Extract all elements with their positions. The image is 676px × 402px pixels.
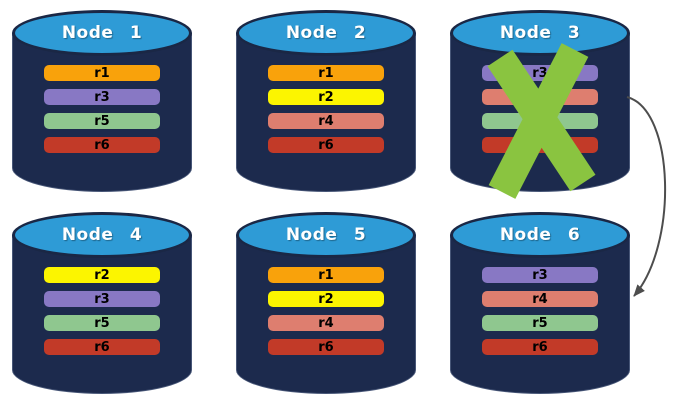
replica-bar: r4 xyxy=(268,315,384,331)
replica-label: r3 xyxy=(532,65,548,81)
cylinder-body xyxy=(12,235,192,394)
replica-list: r3 r4 r5 r6 xyxy=(450,267,630,355)
replica-bar: r3 xyxy=(482,65,598,81)
replica-label: r3 xyxy=(94,291,110,307)
replica-bar: r6 xyxy=(482,339,598,355)
replica-bar: r3 xyxy=(44,89,160,105)
node-cylinder: r1 r3 r5 r6 Node 1 xyxy=(12,10,192,192)
cylinder-top: Node 4 xyxy=(12,212,192,258)
replica-label: r3 xyxy=(532,267,548,283)
replica-label: r4 xyxy=(318,315,334,331)
cylinder-body xyxy=(236,235,416,394)
replica-label: r3 xyxy=(94,89,110,105)
node-cylinder: r1 r2 r4 r6 Node 2 xyxy=(236,10,416,192)
node-cylinder: r3 r4 r5 r6 Node 6 xyxy=(450,212,630,394)
replica-list: r3 xyxy=(450,65,630,153)
replica-bar: r6 xyxy=(268,137,384,153)
cylinder-body xyxy=(12,33,192,192)
replica-label: r4 xyxy=(532,291,548,307)
replica-label: r6 xyxy=(318,137,334,153)
replica-list: r2 r3 r5 r6 xyxy=(12,267,192,355)
replica-bar: r3 xyxy=(44,291,160,307)
node-cylinder: r1 r2 r4 r6 Node 5 xyxy=(236,212,416,394)
node-cylinder: r2 r3 r5 r6 Node 4 xyxy=(12,212,192,394)
cylinder-top: Node 3 xyxy=(450,10,630,56)
replica-bar: r1 xyxy=(44,65,160,81)
replica-label: r2 xyxy=(318,89,334,105)
replica-bar: r1 xyxy=(268,65,384,81)
replica-bar: r6 xyxy=(44,137,160,153)
replica-bar: r3 xyxy=(482,267,598,283)
replica-bar xyxy=(482,89,598,105)
replica-label: r5 xyxy=(94,113,110,129)
replica-bar: r5 xyxy=(44,113,160,129)
failover-arrow-icon xyxy=(626,96,666,297)
node-title: Node 3 xyxy=(499,23,581,43)
node-title: Node 6 xyxy=(499,225,581,245)
replica-label: r2 xyxy=(94,267,110,283)
replica-list: r1 r2 r4 r6 xyxy=(236,267,416,355)
replica-bar: r4 xyxy=(482,291,598,307)
replica-label: r4 xyxy=(318,113,334,129)
node-title: Node 2 xyxy=(285,23,367,43)
cylinder-top: Node 6 xyxy=(450,212,630,258)
cylinder-body xyxy=(450,235,630,394)
replica-bar: r2 xyxy=(268,291,384,307)
replica-label: r6 xyxy=(94,137,110,153)
cylinder-top: Node 1 xyxy=(12,10,192,56)
replica-label: r1 xyxy=(94,65,110,81)
replica-label: r5 xyxy=(94,315,110,331)
cylinder-top: Node 2 xyxy=(236,10,416,56)
replica-label: r1 xyxy=(318,267,334,283)
replica-label: r6 xyxy=(94,339,110,355)
cylinder-top: Node 5 xyxy=(236,212,416,258)
replica-bar: r1 xyxy=(268,267,384,283)
node-title: Node 4 xyxy=(61,225,143,245)
replica-bar: r6 xyxy=(44,339,160,355)
replica-label: r6 xyxy=(532,339,548,355)
replica-bar: r6 xyxy=(268,339,384,355)
replica-list: r1 r3 r5 r6 xyxy=(12,65,192,153)
replica-label: r2 xyxy=(318,291,334,307)
node-cylinder: r3 Node 3 xyxy=(450,10,630,192)
replica-list: r1 r2 r4 r6 xyxy=(236,65,416,153)
node-title: Node 1 xyxy=(61,23,143,43)
replica-label: r6 xyxy=(318,339,334,355)
replica-label: r1 xyxy=(318,65,334,81)
replica-label: r5 xyxy=(532,315,548,331)
replica-bar: r5 xyxy=(44,315,160,331)
replica-bar xyxy=(482,137,598,153)
replica-bar: r2 xyxy=(268,89,384,105)
replica-bar: r4 xyxy=(268,113,384,129)
replica-bar: r2 xyxy=(44,267,160,283)
cylinder-body xyxy=(236,33,416,192)
replica-bar: r5 xyxy=(482,315,598,331)
replica-bar xyxy=(482,113,598,129)
node-title: Node 5 xyxy=(285,225,367,245)
